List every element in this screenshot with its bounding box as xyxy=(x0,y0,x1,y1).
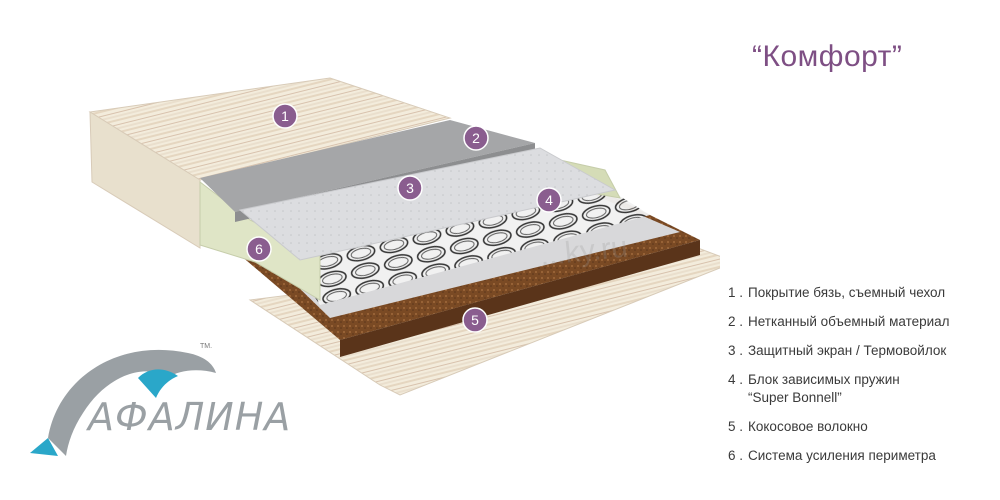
legend-item: 6 .Система усиления периметра xyxy=(728,448,936,463)
callout-3: 3 xyxy=(397,175,423,201)
legend-item: 2 .Нетканный объемный материал xyxy=(728,314,950,329)
callout-5: 5 xyxy=(462,307,488,333)
wadding-layer xyxy=(200,120,535,212)
legend-item: 5 .Кокосовое волокно xyxy=(728,419,868,434)
callout-6: 6 xyxy=(246,236,272,262)
product-title: “Комфорт” xyxy=(752,40,903,73)
callout-4: 4 xyxy=(536,187,562,213)
mattress-illustration: 1 2 3 4 5 6 xyxy=(88,77,720,396)
legend-item: 4 .Блок зависимых пружин “Super Bonnell” xyxy=(728,372,900,405)
trademark-mark: TM. xyxy=(200,343,213,350)
svg-text:4: 4 xyxy=(545,192,553,208)
svg-text:2: 2 xyxy=(472,130,480,146)
svg-text:3: 3 xyxy=(406,180,414,196)
legend-item: 3 .Защитный экран / Термовойлок xyxy=(728,343,947,358)
svg-text:1: 1 xyxy=(281,108,289,124)
brand-logo-text: АФАЛИНА xyxy=(88,395,292,439)
legend-item: 1 .Покрытие бязь, съемный чехол xyxy=(728,285,946,300)
legend: 1 .Покрытие бязь, съемный чехол 2 .Нетка… xyxy=(728,284,993,476)
dolphin-logo-icon xyxy=(30,349,216,456)
thermo-felt xyxy=(238,147,617,261)
svg-text:5: 5 xyxy=(471,312,479,328)
callout-1: 1 xyxy=(272,103,298,129)
callout-2: 2 xyxy=(463,125,489,151)
svg-text:6: 6 xyxy=(255,241,263,257)
